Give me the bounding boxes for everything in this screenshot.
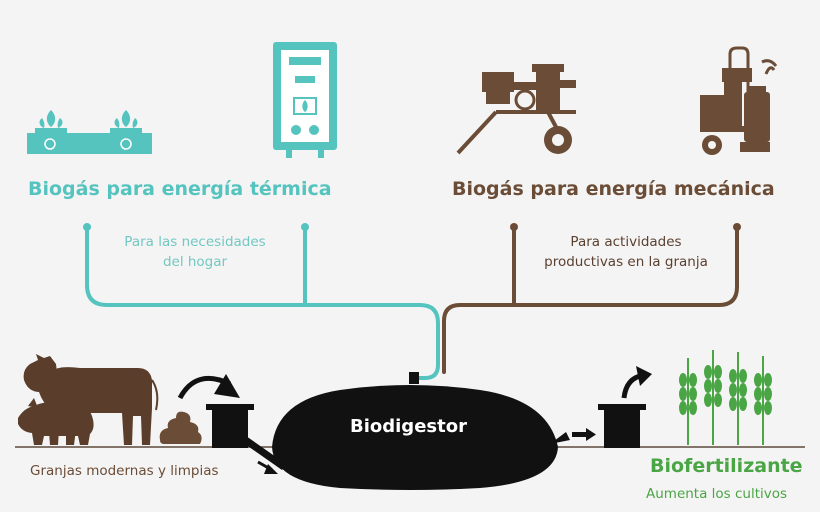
thermal-subtitle: Para las necesidades del hogar xyxy=(100,232,290,272)
thermal-node-right xyxy=(301,223,309,231)
inlet-flow-arrowhead xyxy=(264,464,278,474)
mechanical-node-left xyxy=(510,223,518,231)
mechanical-subtitle-line1: Para actividades xyxy=(570,234,682,250)
outlet-arrow xyxy=(621,366,652,399)
pig-icon xyxy=(18,398,94,445)
mechanical-node-right xyxy=(733,223,741,231)
inlet-arrow xyxy=(177,374,240,400)
gas-stove-icon xyxy=(27,110,152,154)
mechanical-subtitle-line2: productivas en la granja xyxy=(544,254,708,270)
water-heater-icon xyxy=(273,42,337,158)
outlet-tank xyxy=(598,404,646,448)
mechanical-subtitle: Para actividades productivas en la granj… xyxy=(526,232,726,272)
wheat-icon xyxy=(679,350,772,445)
milking-machine-icon xyxy=(700,46,778,155)
thermal-subtitle-line2: del hogar xyxy=(162,254,228,270)
thermal-node-left xyxy=(83,223,91,231)
mechanical-title: Biogás para energía mecánica xyxy=(452,178,775,200)
digester-label: Biodigestor xyxy=(350,416,467,437)
thermal-connector xyxy=(85,226,440,380)
inlet-tank xyxy=(206,404,286,470)
digester-tank xyxy=(272,372,558,490)
farm-caption: Granjas modernas y limpias xyxy=(30,463,219,479)
thermal-subtitle-line1: Para las necesidades xyxy=(124,234,266,250)
mechanical-connector xyxy=(442,226,739,374)
fertilizer-subtitle: Aumenta los cultivos xyxy=(646,486,788,502)
thermal-title: Biogás para energía térmica xyxy=(28,178,332,200)
engine-cart-icon xyxy=(456,64,576,155)
fertilizer-title: Biofertilizante xyxy=(650,455,803,477)
outlet-flow-arrow xyxy=(550,428,596,444)
manure-icon xyxy=(159,411,202,444)
